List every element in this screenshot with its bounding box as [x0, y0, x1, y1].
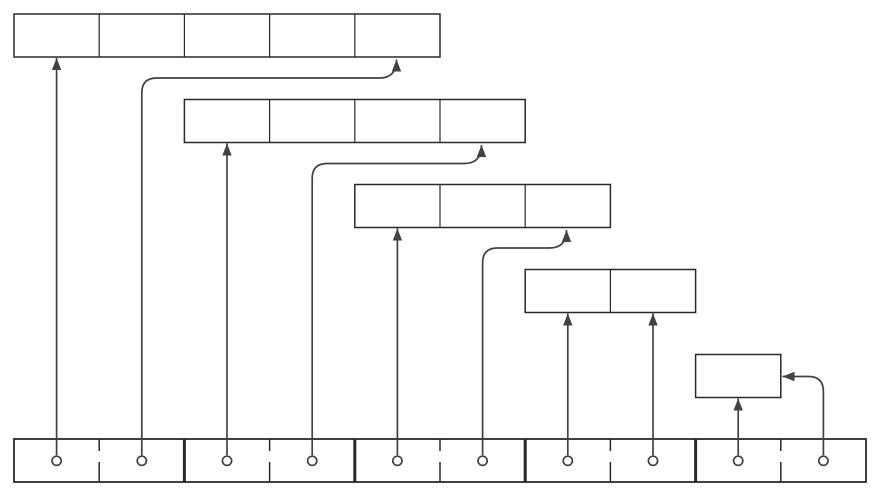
pointer-4-arrow	[311, 144, 487, 456]
pointer-origin-circle	[136, 455, 148, 467]
array-5-box	[694, 353, 782, 399]
pointer-origin-circle	[562, 455, 574, 467]
pointer-10-arrow	[782, 371, 825, 456]
array-1-outline	[13, 13, 441, 58]
pointer-origin-circle	[391, 455, 403, 467]
array-3-box	[354, 183, 612, 229]
index-row	[13, 438, 867, 483]
pointer-6-arrow	[481, 229, 572, 456]
array-2-box	[183, 98, 526, 144]
pointer-origin-circle	[221, 455, 233, 467]
array-1-box	[13, 13, 441, 58]
pointer-origin-circle	[647, 455, 659, 467]
pointer-origin-circle	[306, 455, 318, 467]
pointer-origin-circle	[817, 455, 829, 467]
array-5-outline	[694, 353, 782, 399]
array-4-box	[524, 268, 697, 314]
pointer-origin-circle	[732, 455, 744, 467]
array-3-outline	[354, 183, 612, 229]
pointer-origin-circle	[477, 455, 489, 467]
pointer-origin-circle	[51, 455, 63, 467]
pointer-2-arrow	[140, 59, 402, 456]
